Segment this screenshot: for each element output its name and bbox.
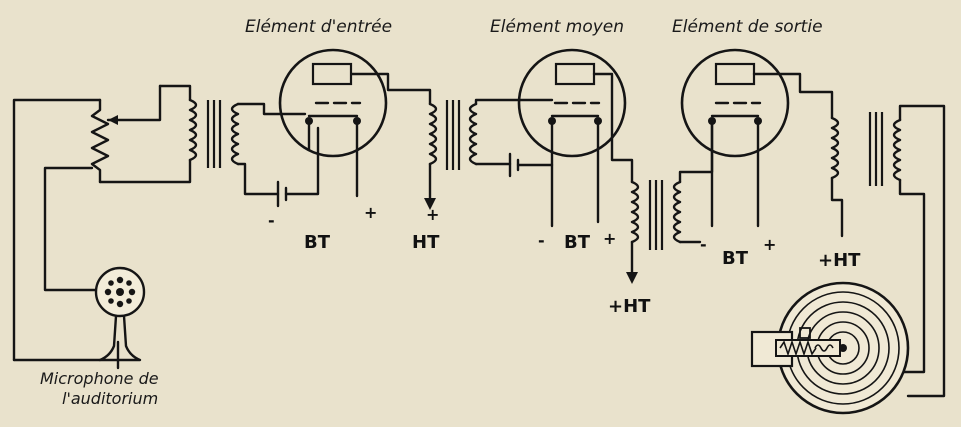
middle-bt-label: BT [564, 232, 591, 253]
middle-bt-plus: + [603, 229, 616, 248]
middle-bt-minus: - [538, 231, 545, 250]
input-transformer [188, 98, 307, 196]
output-bt-minus: - [700, 235, 707, 254]
microphone-caption-line2: l'auditorium [62, 389, 158, 408]
input-bt-battery [276, 126, 320, 208]
input-bt-minus: - [268, 211, 275, 230]
input-bt-plus: + [364, 203, 377, 222]
output-bt-label: BT [722, 248, 749, 269]
input-tube [278, 48, 432, 198]
microphone-loop-wire [12, 98, 120, 370]
interstage-transformer-1 [424, 98, 554, 210]
microphone-icon [94, 266, 146, 362]
potentiometer [90, 84, 192, 184]
microphone-caption-line1: Microphone de [40, 369, 159, 388]
output-tube [680, 48, 834, 228]
interstage-transformer-2 [626, 122, 714, 284]
output-bt-plus: + [763, 235, 776, 254]
loudspeaker-icon [750, 281, 910, 415]
middle-plus-ht-label: +HT [608, 296, 651, 317]
title-input-stage: Elément d'entrée [245, 17, 392, 37]
title-output-stage: Elément de sortie [672, 17, 823, 37]
title-middle-stage: Elément moyen [490, 17, 624, 37]
middle-grid-battery [508, 152, 554, 178]
input-ht-label: HT [412, 232, 440, 253]
input-ht-plus: + [426, 205, 439, 224]
input-bt-label: BT [304, 232, 331, 253]
middle-tube [517, 48, 634, 228]
output-plus-ht-label: +HT [818, 250, 861, 271]
